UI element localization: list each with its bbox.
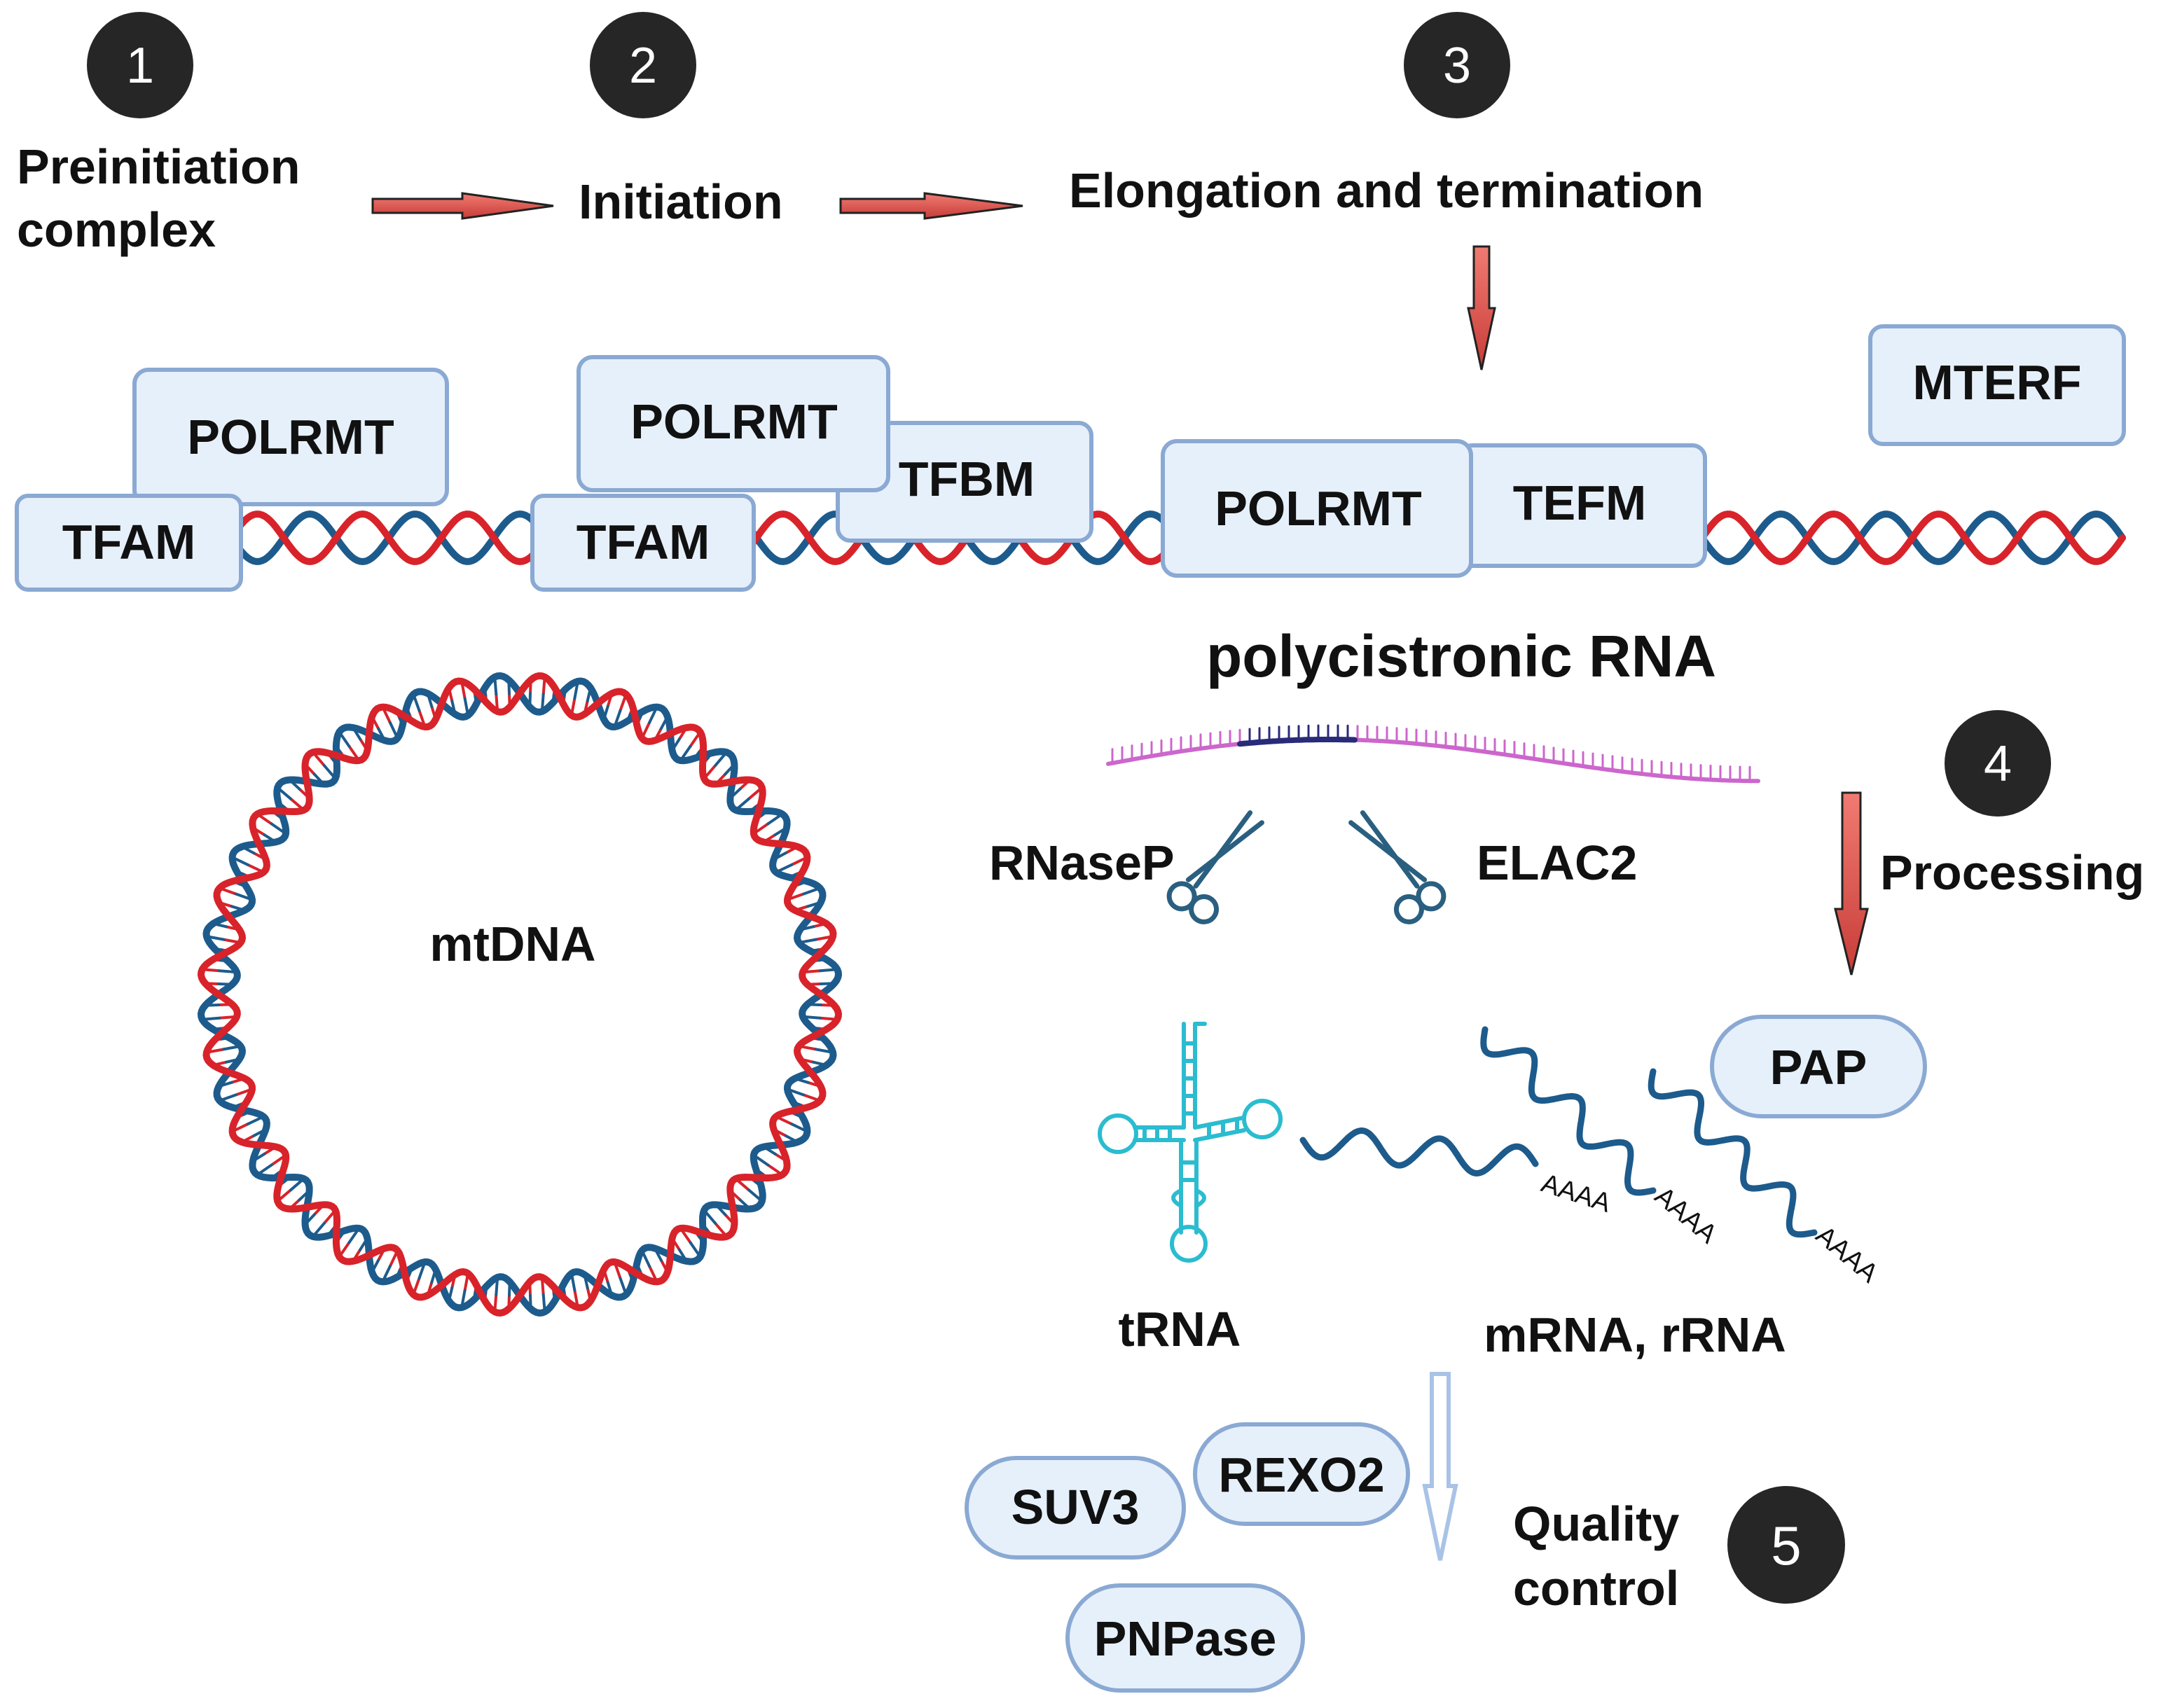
- svg-text:1: 1: [126, 38, 154, 94]
- step-1-label-line1: Preinitiation: [17, 139, 300, 194]
- svg-text:POLRMT: POLRMT: [1215, 481, 1422, 536]
- tfam-box-1: TFAM: [15, 494, 243, 592]
- step-3-badge: 3: [1404, 12, 1510, 118]
- arrow-processing-down: [1834, 791, 1869, 975]
- polrmt-box-1: POLRMT: [132, 368, 449, 506]
- svg-text:REXO2: REXO2: [1218, 1447, 1384, 1502]
- step-5-label-line2: control: [1513, 1561, 1679, 1616]
- arrow-preinitiation-to-initiation: [371, 192, 554, 220]
- rna-backbone: [1106, 737, 1760, 784]
- mtdna-strand-blue: [197, 672, 843, 1317]
- mrna-line: [1480, 1026, 1657, 1196]
- svg-text:PNPase: PNPase: [1094, 1611, 1277, 1666]
- svg-text:TFBM: TFBM: [899, 452, 1035, 506]
- mrna-rrna-label: mRNA, rRNA: [1484, 1307, 1786, 1362]
- trna-cloverleaf-icon: [1098, 1022, 1283, 1263]
- arrow-elongation-down: [1467, 245, 1496, 370]
- tefm-box: TEFM: [1458, 443, 1707, 568]
- svg-text:POLRMT: POLRMT: [630, 394, 838, 449]
- rnasep-label: RNaseP: [989, 835, 1175, 890]
- step-5-badge: 5: [1727, 1486, 1845, 1604]
- trna-segment: [1237, 737, 1358, 747]
- arrow-initiation-to-elongation: [839, 192, 1023, 220]
- mrna-strand-1: [1299, 1127, 1539, 1177]
- svg-text:4: 4: [1984, 736, 2012, 792]
- polrmt-box-3: POLRMT: [1161, 439, 1473, 578]
- rexo2-box: REXO2: [1193, 1422, 1410, 1526]
- svg-text:TFAM: TFAM: [576, 515, 710, 569]
- svg-text:PAP: PAP: [1770, 1040, 1867, 1095]
- tfam-box-2: TFAM: [530, 494, 756, 592]
- step-2-label: Initiation: [579, 174, 783, 229]
- quality-control-arrow: [1422, 1372, 1458, 1561]
- step-3-label: Elongation and termination: [1069, 163, 1704, 218]
- mrna-strand-3: [1648, 1068, 1818, 1238]
- step-5-label-line1: Quality: [1513, 1497, 1679, 1551]
- svg-text:TEFM: TEFM: [1513, 475, 1647, 530]
- circular-mtdna: [197, 672, 843, 1317]
- mtdna-strand-red: [197, 672, 843, 1317]
- svg-text:TFAM: TFAM: [62, 515, 196, 569]
- svg-text:SUV3: SUV3: [1011, 1480, 1140, 1534]
- mrna-strand-2: [1480, 1026, 1657, 1196]
- svg-text:MTERF: MTERF: [1912, 355, 2081, 410]
- elac2-scissors-icon: [1348, 810, 1446, 924]
- step-2-badge: 2: [590, 12, 696, 118]
- svg-text:2: 2: [629, 38, 657, 94]
- step-4-label: Processing: [1880, 845, 2144, 900]
- elac2-label: ELAC2: [1477, 835, 1637, 890]
- pap-box: PAP: [1710, 1015, 1927, 1118]
- svg-text:5: 5: [1771, 1515, 1801, 1576]
- trna-label: tRNA: [1119, 1302, 1241, 1356]
- polya-tail-3: AAAA: [1810, 1221, 1884, 1289]
- step-1-label-line2: complex: [17, 202, 216, 257]
- polya-tail-1: AAAA: [1538, 1169, 1615, 1218]
- step-4-badge: 4: [1945, 710, 2051, 817]
- polycistronic-rna-strand: [1106, 724, 1760, 784]
- mtdna-label: mtDNA: [429, 917, 595, 971]
- suv3-box: SUV3: [965, 1456, 1186, 1560]
- polya-tail-2: AAAA: [1649, 1181, 1722, 1250]
- svg-text:3: 3: [1443, 38, 1471, 94]
- mrna-line: [1648, 1068, 1818, 1238]
- pnpase-box: PNPase: [1065, 1583, 1305, 1693]
- mterf-box: MTERF: [1868, 324, 2126, 446]
- step-1-badge: 1: [87, 12, 193, 118]
- mrna-line: [1299, 1127, 1539, 1177]
- polrmt-box-2: POLRMT: [576, 355, 890, 492]
- polycistronic-rna-label: polycistronic RNA: [1206, 623, 1716, 689]
- svg-text:POLRMT: POLRMT: [187, 410, 394, 464]
- rnasep-scissors-icon: [1166, 810, 1264, 924]
